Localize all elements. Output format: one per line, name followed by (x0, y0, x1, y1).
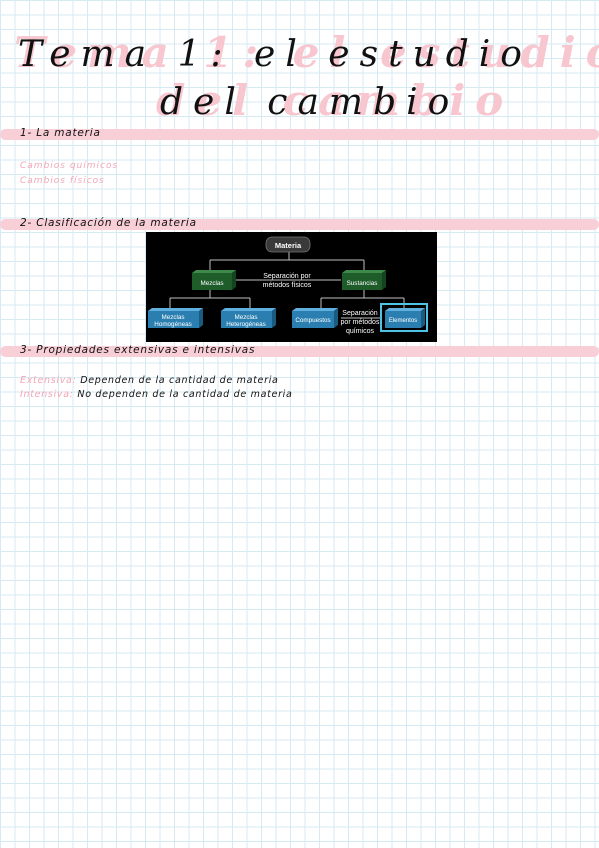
definition-intensiva: Intensiva: No dependen de la cantidad de… (20, 389, 293, 400)
leaf-heterogeneas-line2: Heterogéneas (226, 321, 266, 328)
title-line1-shadow: Tema 1: el estudio (14, 28, 599, 77)
section-1-heading: 1- La materia (20, 127, 101, 139)
page-title: Tema 1: el estudio Tema 1: el estudio de… (0, 18, 599, 125)
definition-intensiva-term: Intensiva: (20, 389, 74, 400)
definition-extensiva: Extensiva: Dependen de la cantidad de ma… (20, 375, 279, 386)
title-line2-shadow: del cambio (156, 76, 514, 125)
section-3-bar (0, 346, 599, 357)
leaf-heterogeneas-line1: Mezclas (234, 314, 257, 321)
node-sustancias: Sustancias (342, 270, 386, 290)
caption-quimicos-3: químicos (346, 328, 375, 335)
title-line2: del cambio (160, 82, 460, 123)
node-mezclas: Mezclas (192, 270, 236, 290)
leaf-homogeneas-line2: Homogéneas (154, 321, 191, 328)
node-sustancias-label: Sustancias (347, 280, 378, 287)
leaf-elementos-label: Elementos (389, 318, 417, 324)
caption-quimicos-2: por métodos (341, 319, 380, 326)
node-materia-label: Materia (275, 241, 302, 250)
title-line1: Tema 1: el estudio (18, 34, 532, 75)
section-2-heading: 2- Clasificación de la materia (20, 217, 197, 229)
section-3-heading: 3- Propiedades extensivas e intensivas (20, 344, 256, 356)
diagram-connectors (169, 252, 405, 319)
classification-diagram: Materia Mezclas Separación por métodos f… (146, 232, 437, 342)
node-mezclas-heterogeneas: Mezclas Heterogéneas (221, 308, 276, 328)
definition-intensiva-text: No dependen de la cantidad de materia (77, 389, 293, 400)
definition-extensiva-text: Dependen de la cantidad de materia (80, 375, 279, 386)
section-1-note-1: Cambios químicos (20, 161, 119, 171)
node-materia: Materia (265, 236, 311, 253)
caption-fisicos-2: métodos físicos (263, 282, 312, 289)
diagram-svg: Materia Mezclas Separación por métodos f… (148, 236, 428, 335)
caption-quimicos-1: Separación (342, 310, 378, 317)
node-mezclas-label: Mezclas (200, 280, 223, 287)
node-mezclas-homogeneas: Mezclas Homogéneas (148, 308, 203, 328)
leaf-compuestos-label: Compuestos (295, 317, 330, 324)
section-1-bar (0, 129, 599, 140)
caption-fisicos-1: Separación por (263, 273, 311, 280)
node-compuestos: Compuestos (292, 308, 338, 328)
leaf-homogeneas-line1: Mezclas (161, 314, 184, 321)
section-2-bar (0, 219, 599, 230)
node-elementos: Elementos (380, 303, 428, 332)
definition-extensiva-term: Extensiva: (20, 375, 77, 386)
section-1-note-2: Cambios físicos (20, 176, 105, 186)
